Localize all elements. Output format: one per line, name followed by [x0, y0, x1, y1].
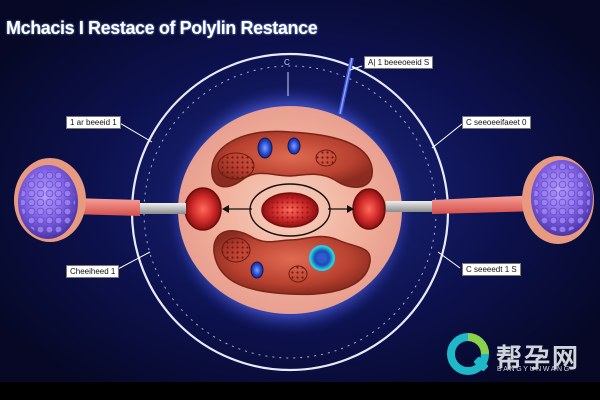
left-arrow-head: [222, 205, 229, 213]
upper-cell-band: [211, 130, 373, 188]
right-node-texture: [534, 164, 590, 232]
bottom-bar: [0, 382, 600, 400]
diagram-title: Mchacis I Restace of Polylin Restance: [6, 18, 318, 38]
leader-top-right: [349, 65, 363, 71]
watermark-brand: 帮孕网: [496, 343, 581, 373]
leader-left-lower: [115, 251, 151, 271]
leader-right-lower: [437, 251, 461, 269]
lower-left-granule: [221, 237, 251, 263]
label-top-small: C: [284, 58, 290, 67]
lower-vesicle-1: [250, 261, 264, 279]
top-probe-highlight: [339, 57, 353, 115]
lower-cyan-core: [317, 253, 327, 263]
right-chamber: [352, 188, 386, 230]
right-arrow-head: [347, 205, 354, 213]
right-rod: [386, 201, 434, 212]
left-node-texture: [21, 169, 75, 235]
central-core-texture: [268, 197, 312, 223]
label-right-upper: C seeoeeifaeet 0: [462, 116, 531, 129]
upper-right-granule: [315, 149, 337, 167]
right-connector: [432, 195, 540, 214]
upper-left-granule: [217, 152, 255, 180]
leader-left-upper: [117, 121, 153, 143]
lower-mid-granule: [288, 265, 308, 283]
central-outline: [249, 183, 331, 237]
label-right-lower: C seeeedt 1 S: [462, 263, 521, 276]
upper-vesicle-2: [287, 137, 301, 155]
label-left-upper: 1 ar beeeid 1: [66, 116, 121, 129]
watermark-sub: BANGYUNWANG: [497, 366, 571, 373]
lower-cell-band: [213, 230, 371, 296]
left-chamber: [184, 187, 222, 231]
watermark-logo-icon: [447, 333, 489, 375]
left-rod: [138, 203, 186, 214]
label-top-right: A| 1 beeeoeeid S: [364, 56, 434, 69]
upper-vesicle-1: [257, 137, 273, 159]
left-connector: [70, 198, 140, 216]
leader-right-upper: [431, 123, 463, 149]
label-left-lower: Cheeiheed 1: [66, 265, 120, 278]
